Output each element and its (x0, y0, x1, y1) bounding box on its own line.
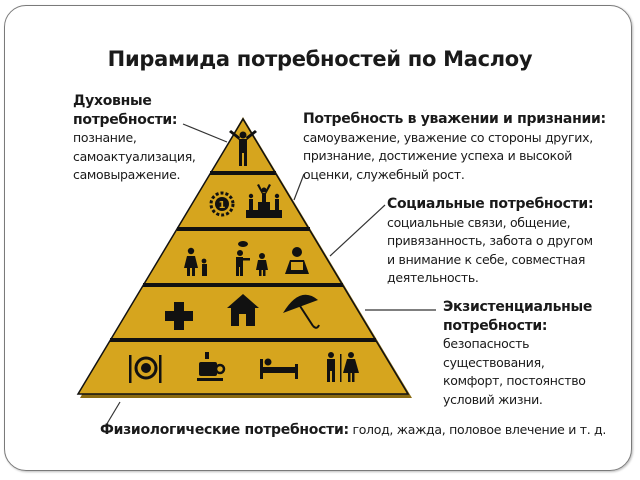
spiritual-line: самоактуализация, (73, 148, 196, 164)
spiritual-needs-label: Духовные потребности: познание, самоакту… (73, 92, 196, 185)
social-line: социальные связи, общение, (387, 214, 571, 230)
existential-line: комфорт, постоянство (443, 373, 586, 388)
existential-line: безопасность (443, 336, 530, 351)
esteem-line: оценки, служебный рост. (303, 166, 465, 182)
physiological-text: голод, жажда, половое влечение и т. д. (352, 422, 607, 437)
social-line: привязанность, забота о другом (387, 233, 593, 248)
cup-icon (197, 352, 226, 381)
laurel-medal-icon: 1 (209, 191, 235, 217)
fork-plate-knife-icon (129, 355, 162, 383)
esteem-needs-label: Потребность в уважении и признании: само… (303, 110, 606, 184)
pyramid-body (76, 117, 410, 395)
esteem-heading: Потребность в уважении и признании: (303, 111, 606, 127)
medical-cross-icon (165, 302, 193, 330)
umbrella-icon (283, 294, 320, 329)
leader-lines (104, 123, 436, 428)
parent-child-icon (184, 247, 207, 276)
existential-heading: потребности: (443, 317, 548, 334)
people-talking-icon (236, 241, 268, 276)
esteem-line: признание, достижение успеха и высокой (303, 148, 573, 163)
medal-number: 1 (219, 200, 226, 211)
social-heading: Социальные потребности: (387, 196, 594, 212)
slide-frame (4, 5, 632, 471)
bed-icon (260, 358, 298, 379)
spiritual-line: самовыражение. (73, 167, 181, 182)
podium-icon (246, 184, 282, 218)
existential-needs-label: Экзистенциальные потребности: безопаснос… (443, 298, 592, 409)
physiological-needs-label: Физиологические потребности: голод, жажд… (100, 422, 606, 438)
page-title: Пирамида потребностей по Маслоу (107, 47, 533, 71)
physiological-heading: Физиологические потребности: (100, 422, 349, 438)
reading-person-icon (285, 247, 309, 274)
existential-line: существования, (443, 354, 545, 370)
house-icon (227, 294, 259, 326)
band-dividers (110, 171, 376, 342)
spiritual-line: познание, (73, 130, 137, 145)
spiritual-heading: Духовные потребности: (73, 93, 178, 128)
existential-line: условий жизни. (443, 391, 543, 407)
existential-heading: Экзистенциальные (443, 299, 593, 315)
social-needs-label: Социальные потребности: социальные связи… (387, 195, 594, 288)
person-arms-raised-icon (229, 130, 257, 166)
social-line: деятельность. (387, 270, 479, 285)
restroom-icon (327, 352, 359, 382)
esteem-line: самоуважение, уважение со стороны других… (303, 129, 593, 145)
social-line: и внимание к себе, совместная (387, 251, 586, 267)
